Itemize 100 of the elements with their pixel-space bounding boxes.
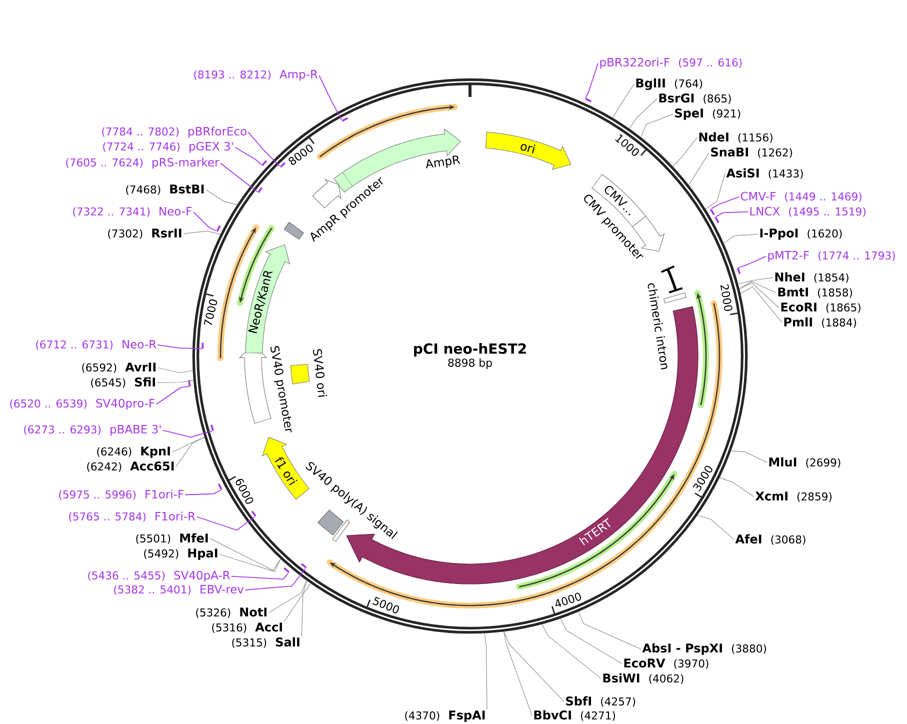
primer-mark bbox=[300, 563, 307, 568]
leader-line bbox=[738, 277, 774, 284]
primer-mark bbox=[210, 424, 214, 431]
primer-label: pBR322ori-F (597 .. 616) bbox=[600, 58, 742, 69]
tick-label: 6000 bbox=[236, 478, 254, 504]
primer-label: (5382 .. 5401) EBV-rev bbox=[114, 585, 244, 595]
primer-label: (7784 .. 7802) pBRforEco bbox=[102, 126, 246, 138]
cut-site-label: SpeI (921) bbox=[675, 108, 740, 120]
leader-line bbox=[738, 256, 766, 268]
cut-site-label: AbsI - PspXI (3880) bbox=[642, 643, 766, 655]
primer-mark bbox=[258, 187, 263, 193]
cut-site-label: (7468) BstBI bbox=[126, 184, 204, 195]
leader-line bbox=[158, 367, 194, 374]
leader-line bbox=[723, 234, 758, 244]
leader-line bbox=[210, 538, 281, 571]
primer-label: LNCX (1495 .. 1519) bbox=[750, 206, 866, 217]
primer-label: pMT2-F (1774 .. 1793) bbox=[768, 250, 895, 262]
cut-site-label: AfeI (3068) bbox=[735, 534, 806, 545]
primer-mark bbox=[261, 160, 268, 166]
node-label: SV40 ori bbox=[313, 349, 328, 397]
primer-mark bbox=[218, 483, 222, 490]
origin-feature: SV40 ori bbox=[290, 349, 328, 397]
cut-site-label: BsrGI (865) bbox=[659, 94, 731, 104]
cut-site-label: (6246) KpnI bbox=[97, 446, 170, 458]
feature-sliver bbox=[332, 520, 350, 542]
primer-label: (5436 .. 5455) SV40pA-R bbox=[88, 570, 230, 582]
cut-site-label: I-PpoI (1620) bbox=[760, 228, 842, 240]
primer-mark bbox=[216, 225, 221, 232]
cut-site-label: EcoRI (1865) bbox=[781, 302, 860, 313]
leader-line bbox=[578, 611, 642, 650]
leader-line bbox=[156, 386, 190, 405]
leader-line bbox=[162, 430, 213, 438]
leader-line bbox=[697, 514, 734, 540]
cut-site-label: (6592) AvrII bbox=[82, 362, 156, 373]
cut-site-label: BbvCI (4271) bbox=[534, 710, 616, 721]
origin-feature: ori bbox=[485, 132, 572, 170]
primer-mark bbox=[202, 342, 204, 349]
primer-label: (5765 .. 5784) F1ori-R bbox=[69, 512, 196, 522]
cut-site-label: SnaBI (1262) bbox=[711, 148, 792, 158]
primer-label: (7724 .. 7746) pGEX 3' bbox=[103, 142, 233, 153]
primer-mark bbox=[736, 268, 741, 274]
leader-line bbox=[284, 580, 308, 622]
tick-label: 4000 bbox=[556, 592, 581, 607]
leader-line bbox=[248, 132, 280, 167]
leader-line bbox=[484, 632, 488, 710]
leader-line bbox=[301, 583, 312, 636]
leader-line bbox=[730, 450, 768, 463]
primer-label: (6520 .. 6539) SV40pro-F bbox=[10, 398, 154, 410]
cut-site-label: MluI (2699) bbox=[769, 457, 840, 468]
leader-line bbox=[176, 436, 205, 467]
leader-line bbox=[504, 631, 564, 702]
leader-line bbox=[183, 230, 221, 235]
primer-label: (7605 .. 7624) pRS-marker bbox=[66, 158, 220, 169]
primer-mark bbox=[280, 162, 286, 168]
leader-line bbox=[672, 137, 698, 167]
tick-label: 7000 bbox=[204, 299, 218, 326]
leader-line bbox=[739, 281, 776, 294]
cut-site-label: (5316) AccI bbox=[212, 622, 282, 633]
cut-site-label: (6242) Acc65I bbox=[87, 462, 174, 472]
leader-line bbox=[705, 173, 726, 210]
cut-site-label: BglII (764) bbox=[636, 78, 702, 90]
tick-label: 2000 bbox=[720, 284, 732, 311]
leader-line bbox=[244, 568, 306, 590]
leader-line bbox=[719, 477, 754, 498]
leader-line bbox=[640, 114, 674, 138]
leader-line bbox=[542, 624, 602, 679]
leader-line bbox=[585, 62, 598, 98]
primer-mark bbox=[585, 98, 592, 102]
leader-line bbox=[196, 516, 256, 531]
primer-mark bbox=[284, 567, 290, 573]
cut-site-label: BsiWI (4062) bbox=[603, 673, 684, 684]
primer-mark bbox=[342, 117, 348, 122]
leader-line bbox=[157, 344, 202, 350]
cut-site-label: EcoRV (3970) bbox=[624, 658, 708, 669]
cut-site-label: NdeI (1156) bbox=[699, 132, 772, 143]
leader-line bbox=[268, 580, 308, 614]
leader-line bbox=[504, 631, 532, 716]
cut-site-label: (7302) RsrII bbox=[108, 228, 182, 239]
primer-label: (7322 .. 7341) Neo-F bbox=[73, 207, 192, 217]
primer-mark bbox=[714, 216, 720, 224]
leader-line bbox=[318, 74, 342, 120]
cut-site-label: BmtI (1858) bbox=[778, 288, 852, 298]
leader-line bbox=[628, 98, 658, 129]
leader-line bbox=[560, 618, 622, 664]
leader-line bbox=[234, 146, 262, 166]
feature-box bbox=[284, 222, 304, 240]
cut-site-label: AsiSI (1433) bbox=[726, 168, 803, 179]
leader-line bbox=[740, 286, 782, 323]
cut-site-label: (4370) FspAI bbox=[405, 710, 485, 722]
primer-label: CMV-F (1449 .. 1469) bbox=[740, 192, 862, 202]
primer-label: (5975 .. 5996) F1ori-F bbox=[59, 490, 184, 500]
leader-line bbox=[206, 189, 238, 206]
tick-label: 5000 bbox=[372, 596, 399, 614]
primer-mark bbox=[710, 208, 715, 216]
cut-site-label: SbfI (4257) bbox=[566, 696, 636, 707]
leader-line bbox=[220, 162, 258, 192]
leader-line bbox=[184, 490, 222, 496]
leader-line bbox=[688, 152, 710, 186]
primer-label: (8193 .. 8212) Amp-R bbox=[194, 70, 318, 81]
leader-line bbox=[219, 554, 281, 572]
